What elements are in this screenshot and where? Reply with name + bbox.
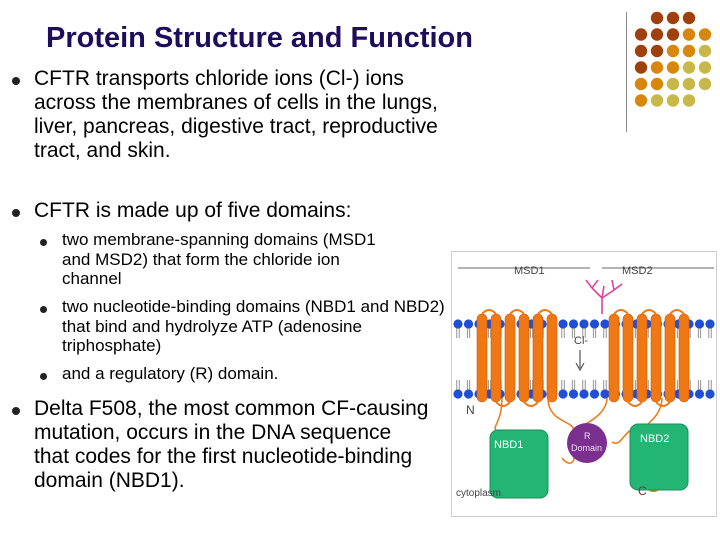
n-terminus-label: N	[466, 403, 475, 417]
msd1-label: MSD1	[514, 265, 545, 277]
r-domain	[567, 423, 607, 463]
transmembrane-helix	[664, 313, 676, 403]
lipid-head	[558, 389, 568, 399]
decor-dot	[666, 61, 680, 74]
glycosylation-tree	[585, 279, 623, 314]
decor-dot	[682, 28, 696, 41]
lipid-head	[579, 389, 589, 399]
decor-dot	[698, 77, 712, 91]
c-terminus-label: C	[638, 484, 647, 498]
decor-dot	[650, 44, 664, 58]
transmembrane-helix	[476, 313, 488, 403]
lipid-head	[705, 319, 715, 329]
decor-dot	[650, 11, 664, 25]
lipid-head	[568, 389, 579, 399]
decor-dot	[634, 28, 648, 41]
lipid-head	[600, 389, 610, 399]
subbullet-marker	[40, 373, 47, 380]
bullet-marker	[12, 77, 20, 85]
transmembrane-helix	[608, 313, 620, 403]
decor-dot	[682, 94, 696, 107]
decor-dot	[634, 77, 648, 91]
decor-dot	[650, 61, 664, 74]
decor-dot	[666, 94, 680, 107]
lipid-head	[694, 389, 705, 399]
transmembrane-helix	[490, 313, 502, 403]
subbullet-text-2: two nucleotide-binding domains (NBD1 and…	[62, 297, 445, 355]
subbullet-text-3: and a regulatory (R) domain.	[62, 364, 279, 383]
cytoplasm-label: cytoplasm	[456, 488, 501, 499]
decor-dot	[666, 77, 680, 91]
lipid-head	[600, 319, 610, 329]
r-domain-label-2: Domain	[571, 443, 602, 453]
slide-title: Protein Structure and Function	[46, 22, 473, 54]
chloride-label: Cl-	[574, 335, 588, 347]
transmembrane-helix	[546, 313, 558, 403]
lipid-head	[589, 389, 600, 399]
decor-dot	[698, 44, 712, 58]
decor-dot	[666, 28, 680, 41]
transmembrane-helix	[518, 313, 530, 403]
cftr-diagram: MSD1 MSD2 Cl- NBD1	[451, 251, 717, 517]
decor-dot	[698, 28, 712, 41]
msd2-label: MSD2	[622, 265, 653, 277]
decor-dot	[634, 44, 648, 58]
lipid-head	[453, 389, 463, 399]
lipid-head	[463, 319, 474, 329]
decor-dot	[698, 61, 712, 74]
decor-dot	[682, 77, 696, 91]
transmembrane-helix	[636, 313, 648, 403]
nbd2-label: NBD2	[640, 433, 669, 445]
decor-dot	[634, 94, 648, 107]
subbullet-text-1: two membrane-spanning domains (MSD1 and …	[62, 230, 376, 288]
decor-dot	[682, 44, 696, 58]
transmembrane-helix	[504, 313, 516, 403]
decor-dot	[666, 44, 680, 58]
divider-line	[626, 12, 627, 132]
chloride-arrowhead	[575, 362, 585, 372]
bullet-text-2: CFTR is made up of five domains:	[34, 199, 352, 222]
nbd2-domain	[629, 423, 689, 491]
decor-dot	[650, 28, 664, 41]
bullet-marker	[12, 209, 20, 217]
r-domain-label-1: R	[584, 431, 591, 441]
decor-dot	[634, 61, 648, 74]
subbullet-marker	[40, 306, 47, 313]
transmembrane-helix	[650, 313, 662, 403]
lipid-head	[463, 389, 474, 399]
bullet-marker	[12, 407, 20, 415]
lipid-head	[705, 389, 715, 399]
transmembrane-helix	[678, 313, 690, 403]
transmembrane-helices	[476, 309, 690, 407]
lipid-head	[453, 319, 463, 329]
decorative-dot-grid	[634, 11, 712, 107]
lipid-head	[579, 319, 589, 329]
nbd1-label: NBD1	[494, 439, 523, 451]
decor-dot	[650, 94, 664, 107]
nbd1-domain	[489, 429, 549, 499]
lipid-head	[589, 319, 600, 329]
lipid-head	[568, 319, 579, 329]
decor-dot	[650, 77, 664, 91]
lipid-head	[694, 319, 705, 329]
bullet-text-3: Delta F508, the most common CF-causing m…	[34, 397, 429, 492]
bullet-text-1: CFTR transports chloride ions (Cl-) ions…	[34, 67, 438, 162]
transmembrane-helix	[622, 313, 634, 403]
lipid-head	[558, 319, 568, 329]
transmembrane-helix	[532, 313, 544, 403]
decor-dot	[666, 11, 680, 25]
decor-dot	[682, 61, 696, 74]
decor-dot	[682, 11, 696, 25]
subbullet-marker	[40, 239, 47, 246]
